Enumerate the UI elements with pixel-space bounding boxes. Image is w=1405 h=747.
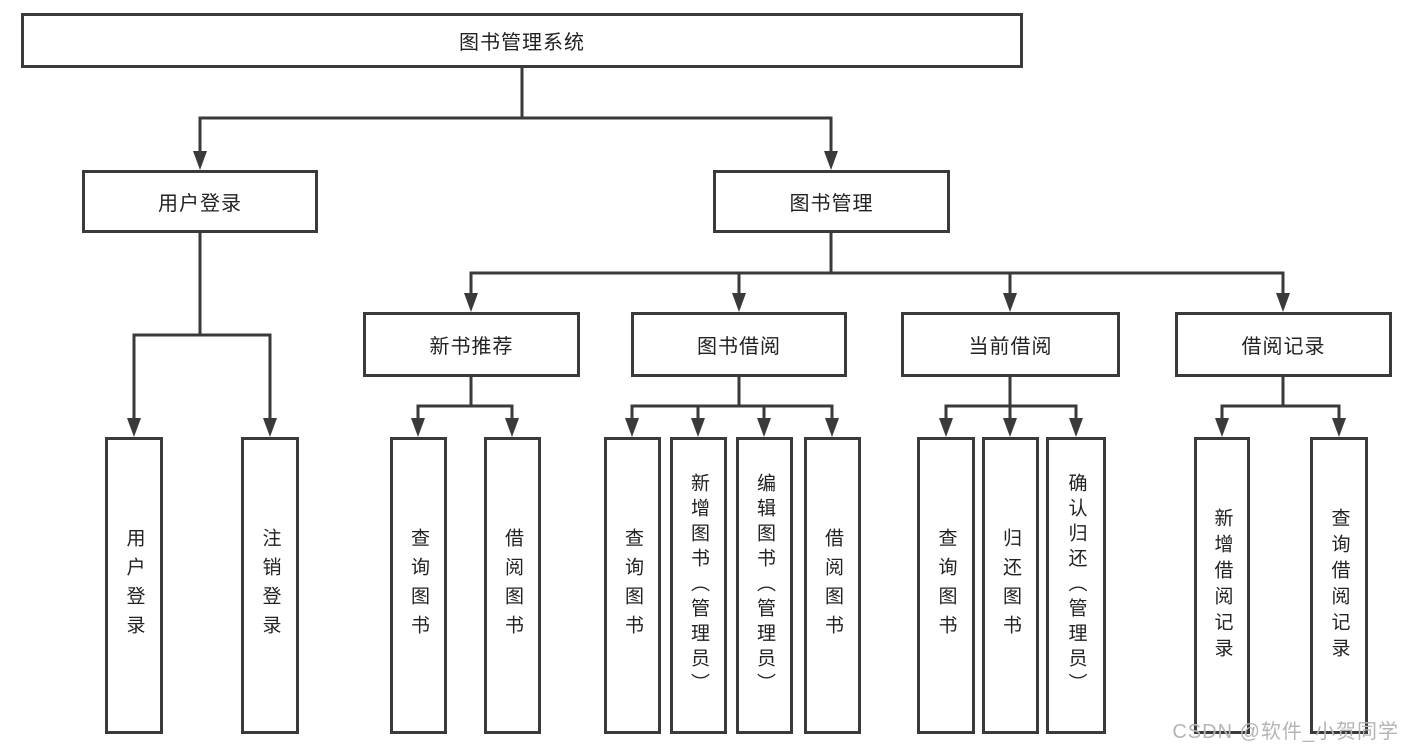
leaf-br-add-record-label: 新增借阅记录 <box>1211 507 1233 664</box>
leaf-bb-add-books-admin: 新增图书（管理员） <box>670 437 727 734</box>
node-borrow-records: 借阅记录 <box>1175 312 1392 377</box>
leaf-user-login: 用户登录 <box>105 437 163 734</box>
connector-newbookrec-to-leaves <box>416 375 514 422</box>
leaf-nbr-borrow-books: 借阅图书 <box>484 437 541 734</box>
leaf-bb-borrow-books-label: 借阅图书 <box>822 527 843 644</box>
leaf-nbr-query-books-label: 查询图书 <box>408 527 429 644</box>
node-user-login-label: 用户登录 <box>158 193 242 215</box>
leaf-cb-query-books-label: 查询图书 <box>935 527 957 644</box>
node-new-book-recommend: 新书推荐 <box>363 312 580 377</box>
leaf-cb-query-books: 查询图书 <box>917 437 975 734</box>
leaf-logout: 注销登录 <box>241 437 299 734</box>
connector-bookborrow-to-leaves <box>630 375 834 422</box>
leaf-bb-query-books-label: 查询图书 <box>622 527 643 644</box>
node-book-management: 图书管理 <box>713 170 950 233</box>
node-new-book-recommend-label: 新书推荐 <box>429 336 514 358</box>
leaf-cb-return-books: 归还图书 <box>982 437 1039 734</box>
connector-root-to-level2 <box>198 66 833 155</box>
node-book-borrow: 图书借阅 <box>631 312 847 377</box>
leaf-nbr-query-books: 查询图书 <box>390 437 447 734</box>
leaf-br-add-record: 新增借阅记录 <box>1194 437 1250 734</box>
leaf-br-query-record-label: 查询借阅记录 <box>1328 507 1350 664</box>
node-root: 图书管理系统 <box>21 13 1023 68</box>
node-user-login: 用户登录 <box>82 170 318 233</box>
node-root-label: 图书管理系统 <box>459 32 585 54</box>
node-book-management-label: 图书管理 <box>789 193 874 215</box>
leaf-cb-return-books-label: 归还图书 <box>1000 527 1021 644</box>
connector-currentborrow-to-leaves <box>944 375 1078 422</box>
node-book-borrow-label: 图书借阅 <box>697 336 781 358</box>
connector-bookmgmt-to-level3 <box>469 231 1285 297</box>
node-current-borrow: 当前借阅 <box>901 312 1120 377</box>
leaf-bb-query-books: 查询图书 <box>604 437 661 734</box>
leaf-br-query-record: 查询借阅记录 <box>1310 437 1368 734</box>
leaf-bb-add-books-admin-label: 新增图书（管理员） <box>688 473 709 698</box>
leaf-logout-label: 注销登录 <box>259 527 281 644</box>
leaf-cb-confirm-return-admin-label: 确认归还（管理员） <box>1065 473 1087 698</box>
node-current-borrow-label: 当前借阅 <box>968 336 1053 358</box>
leaf-cb-confirm-return-admin: 确认归还（管理员） <box>1046 437 1106 734</box>
node-borrow-records-label: 借阅记录 <box>1241 336 1326 358</box>
csdn-watermark: CSDN @软件_小贺同学 <box>1172 721 1399 743</box>
connector-userlogin-to-leaves <box>132 231 272 422</box>
connector-borrowrecords-to-leaves <box>1220 375 1341 422</box>
leaf-bb-borrow-books: 借阅图书 <box>804 437 861 734</box>
leaf-bb-edit-books-admin-label: 编辑图书（管理员） <box>754 473 775 698</box>
leaf-user-login-label: 用户登录 <box>123 527 145 644</box>
leaf-bb-edit-books-admin: 编辑图书（管理员） <box>736 437 793 734</box>
leaf-nbr-borrow-books-label: 借阅图书 <box>502 527 523 644</box>
